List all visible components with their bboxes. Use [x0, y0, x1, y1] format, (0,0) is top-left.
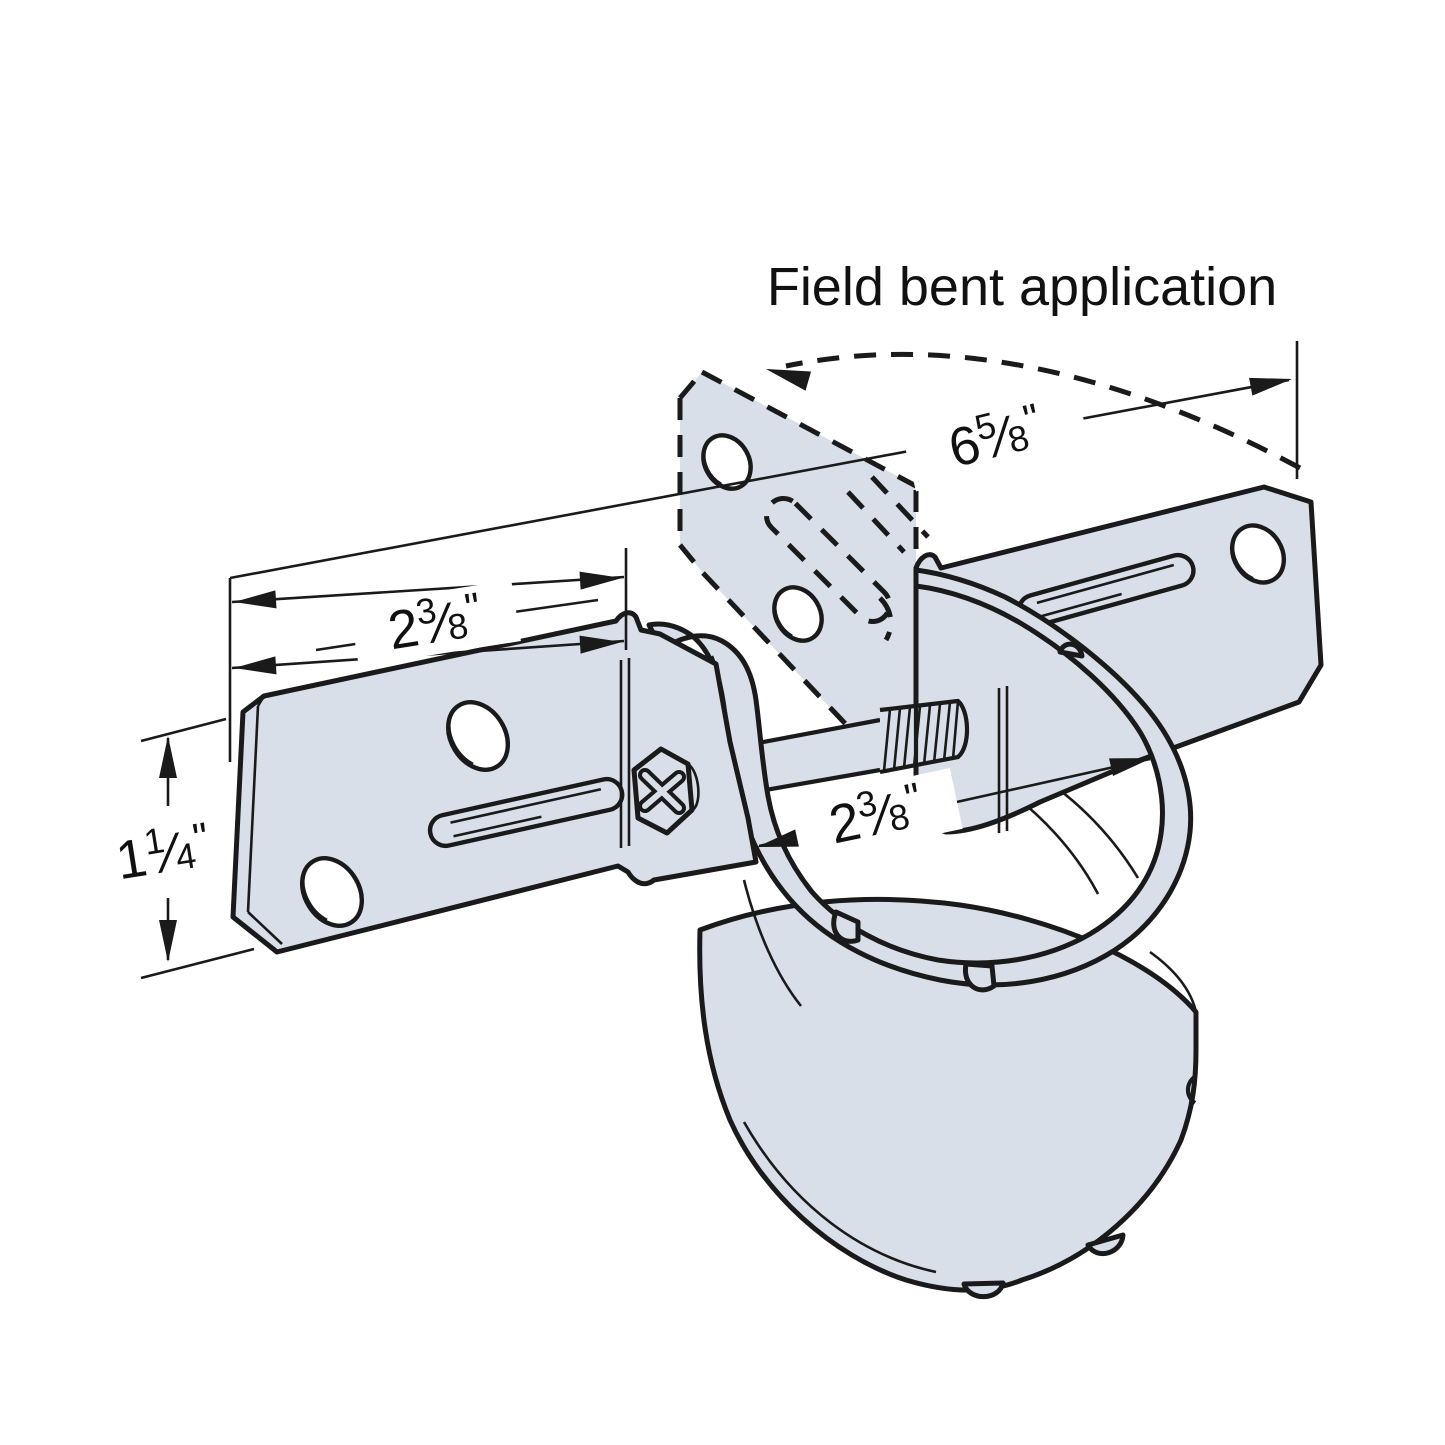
- pipe-cylinder: [697, 879, 1199, 1300]
- left-dim-arrow-lr: [579, 635, 622, 654]
- phillips-cross-icon: [638, 768, 686, 815]
- band-tab-1: [831, 909, 861, 944]
- band-dimple: [1057, 641, 1085, 659]
- height-dim-label: 11⁄4": [94, 812, 232, 894]
- thread-ridges: [882, 700, 960, 772]
- left-dim-line-upper: [231, 575, 625, 604]
- right-flange-hole: [1229, 523, 1287, 585]
- dashed-strap-curl: [878, 596, 894, 642]
- left-flange-hole-upper: [445, 700, 511, 772]
- bolt-shaft: [736, 698, 970, 798]
- bottom-rim-notch-1: [961, 1280, 1006, 1300]
- height-arrow-down: [159, 920, 177, 962]
- rim-right-sliver: [1149, 950, 1198, 1013]
- overall-arrow-right: [1249, 377, 1292, 396]
- dashed-chamfer-bottom: [678, 543, 705, 575]
- pipe-dim-arrow-left: [757, 829, 800, 847]
- left-dim-arrow-ll: [234, 656, 277, 675]
- dashed-top-edge: [700, 369, 918, 489]
- left-dim-arrow-ul: [234, 590, 277, 609]
- diagram-title: Field bent application: [767, 257, 1277, 317]
- dashed-chamfer-top: [678, 370, 704, 400]
- left-flange-hole-lower: [299, 856, 365, 928]
- dashed-bend-line-2: [870, 475, 930, 539]
- left-flange-slot: [427, 776, 625, 849]
- field-bent-flange-dashed: [677, 369, 930, 754]
- height-tick-top: [140, 717, 227, 743]
- bend-arc-arrowhead: [766, 369, 812, 391]
- bend-arc-dashed: [785, 351, 1302, 471]
- dashed-bottom-edge: [701, 571, 874, 754]
- overall-dim-line: [229, 378, 1290, 580]
- dashed-flange-hole-lower: [772, 585, 824, 643]
- left-dim-leader-r: [513, 598, 599, 614]
- field-bend-arc: [766, 351, 1302, 471]
- overall-dim-label: 65⁄8": [900, 383, 1091, 492]
- cylinder-inner-shadow: [742, 1121, 937, 1274]
- svg-text:23⁄8": 23⁄8": [823, 772, 929, 855]
- right-flange: [913, 484, 1324, 835]
- left-dim-label: 23⁄8": [349, 579, 521, 667]
- height-arrow-up: [159, 736, 177, 778]
- dashed-bend-line-1: [846, 490, 906, 554]
- hex-bolt-head: [631, 746, 700, 836]
- left-dim-leader-l: [315, 641, 363, 652]
- left-edge-thickness: [246, 705, 260, 913]
- pipe-dim-label: 23⁄8": [789, 768, 963, 863]
- dimension-annotations: 65⁄8" 23⁄8" 11⁄4" 23⁄8": [94, 341, 1299, 980]
- thickness-chamfer-top: [256, 695, 266, 707]
- dashed-slot: [763, 495, 893, 625]
- dashed-flange-hole-upper: [701, 433, 753, 491]
- band-tab-2: [962, 961, 997, 993]
- left-dim-arrow-ur: [579, 571, 622, 590]
- bottom-rim-notch-2: [1085, 1232, 1126, 1257]
- pipe-dim-arrow-right: [1109, 758, 1152, 776]
- cylinder-left-arc: [742, 879, 803, 1007]
- height-tick-bottom: [140, 947, 255, 980]
- left-flange: [230, 610, 759, 955]
- thickness-chamfer-bottom: [247, 911, 283, 945]
- right-edge-notch: [1185, 1074, 1198, 1105]
